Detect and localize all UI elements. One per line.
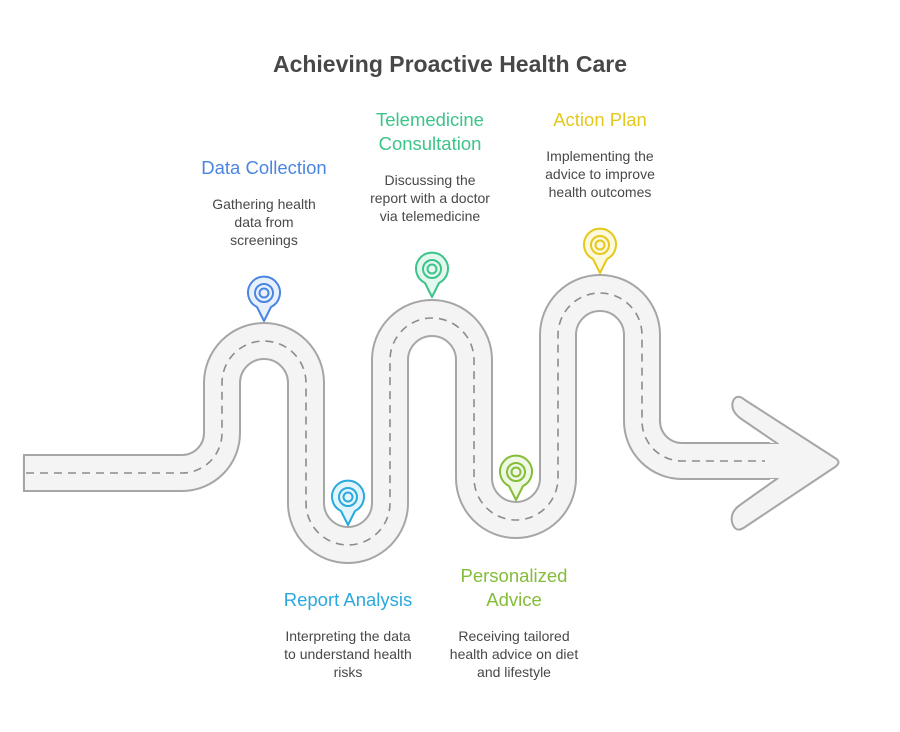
location-pin-icon-personalized-advice <box>499 454 533 501</box>
step-title-personalized-advice: Personalized Advice <box>460 565 568 610</box>
road-body <box>22 274 840 564</box>
road-centerline <box>26 292 765 546</box>
step-description-report-analysis: Interpreting the data to understand heal… <box>284 628 412 680</box>
step-description-action-plan: Implementing the advice to improve healt… <box>545 148 655 200</box>
diagram-title: Achieving Proactive Health Care <box>272 51 628 77</box>
location-pin-icon-action-plan <box>583 227 617 274</box>
step-title-data-collection: Data Collection <box>201 157 327 178</box>
location-pin-icon-report-analysis <box>331 479 365 526</box>
step-description-personalized-advice: Receiving tailored health advice on diet… <box>449 628 579 680</box>
step-title-action-plan: Action Plan <box>553 109 647 130</box>
location-pin-icon-telemedicine <box>415 251 449 298</box>
step-description-telemedicine: Discussing the report with a doctor via … <box>370 172 490 224</box>
step-description-data-collection: Gathering health data from screenings <box>212 196 316 248</box>
step-title-telemedicine: Telemedicine Consultation <box>376 109 484 154</box>
step-title-report-analysis: Report Analysis <box>283 589 413 610</box>
location-pin-icon-data-collection <box>247 275 281 322</box>
